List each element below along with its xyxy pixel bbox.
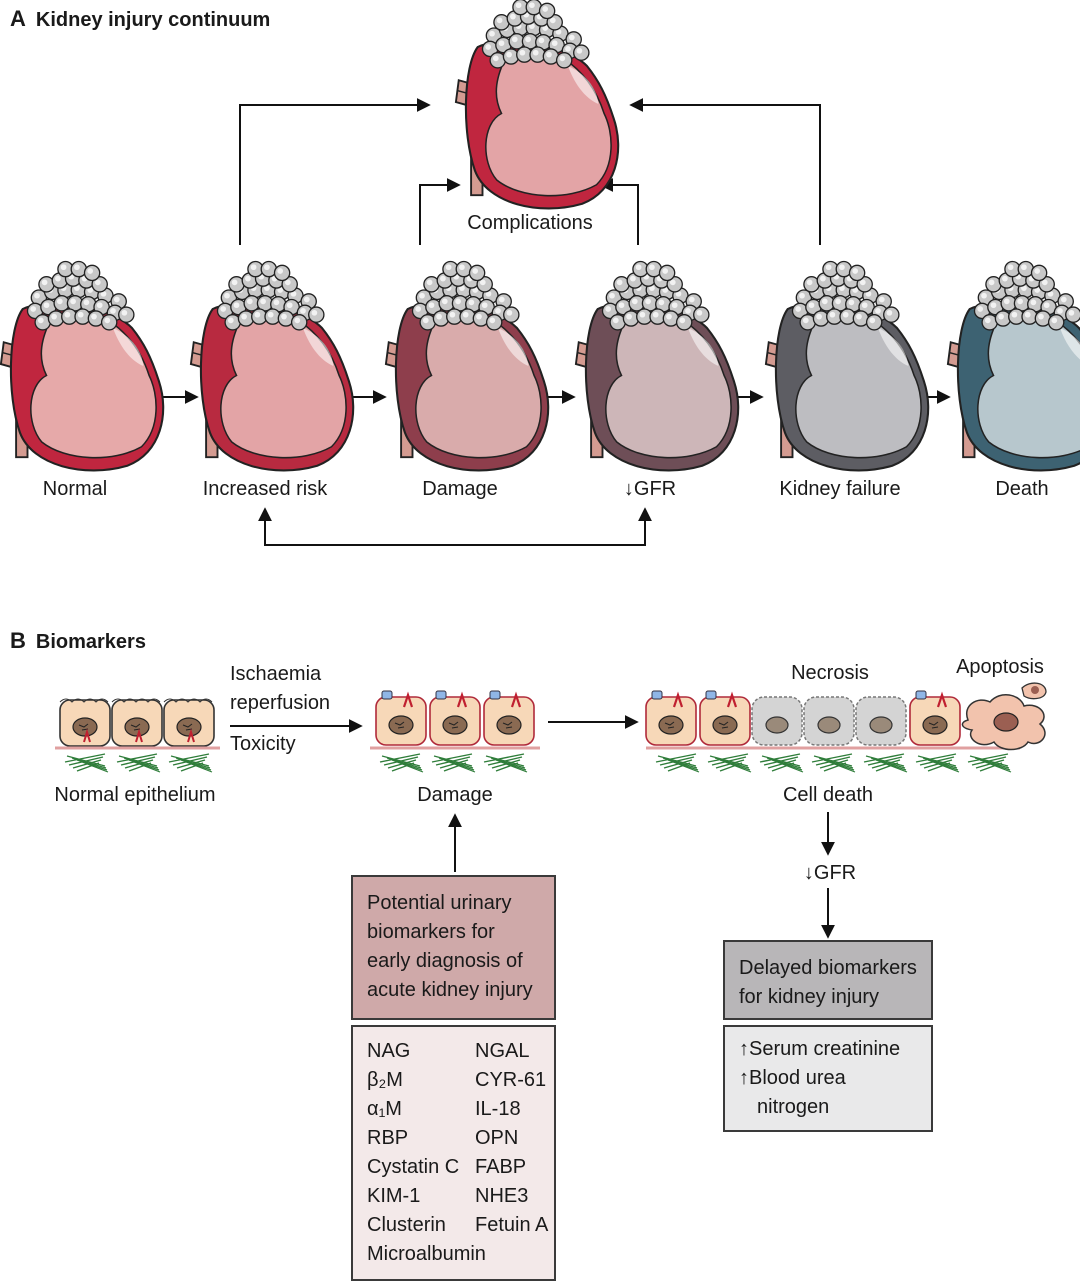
early-box-line: Potential urinary	[367, 892, 512, 914]
kidney-normal	[0, 260, 165, 472]
kidney-kidney-failure	[764, 260, 930, 472]
necrotic-cell	[855, 696, 907, 746]
necrotic-cell	[803, 696, 855, 746]
early-marker: α₁M	[367, 1098, 402, 1120]
kidney-damage	[384, 260, 550, 472]
early-marker: Cystatin C	[367, 1156, 460, 1178]
delayed-biomarker-list: ↑Serum creatinine ↑Blood urea nitrogen	[723, 1025, 933, 1132]
early-marker: FABP	[475, 1156, 527, 1178]
early-box-line: acute kidney injury	[367, 979, 533, 1001]
interstitium-fibres	[707, 753, 752, 773]
interstitium-fibres	[64, 753, 109, 773]
early-marker: Microalbumin	[367, 1243, 486, 1265]
early-marker: CYR-61	[475, 1069, 547, 1091]
panel-a-letter: A	[10, 6, 26, 31]
early-marker: NGAL	[475, 1040, 530, 1062]
apoptosis-label: Apoptosis	[956, 656, 1044, 678]
epithelial-cell	[909, 690, 961, 746]
stage-label: Death	[995, 478, 1049, 500]
complications-label: Complications	[467, 212, 593, 234]
interstitium-fibres	[431, 753, 476, 773]
arrow-damage-to-complications	[419, 178, 461, 245]
early-marker: OPN	[475, 1127, 519, 1149]
interstitium-fibres	[915, 753, 960, 773]
kidney-increased-risk	[189, 260, 355, 472]
necrosis-label: Necrosis	[791, 662, 869, 684]
necrotic-cell	[751, 696, 803, 746]
stage-label: Damage	[422, 478, 498, 500]
delayed-marker: ↑Blood urea	[739, 1067, 846, 1089]
early-biomarker-box: Potential urinary biomarkers for early d…	[351, 875, 556, 1020]
stage-label: Increased risk	[202, 478, 328, 500]
kidney-gfr	[574, 260, 740, 472]
early-marker	[475, 1240, 585, 1269]
delayed-marker: ↑Serum creatinine	[739, 1038, 901, 1060]
stage-label: Normal	[42, 478, 108, 500]
interstitium-fibres	[116, 753, 161, 773]
arrow-failure-to-complications	[629, 98, 821, 245]
damage-label: Damage	[417, 784, 493, 806]
interstitium-fibres	[379, 753, 424, 773]
insult-toxicity: Toxicity	[230, 733, 296, 755]
interstitium-fibres	[655, 753, 700, 773]
insult-reperfusion: reperfusion	[230, 692, 331, 714]
stage-label: Kidney failure	[779, 478, 901, 500]
insult-ischaemia: Ischaemia	[230, 663, 322, 685]
kidney-death	[946, 260, 1080, 472]
panel-b-title: Biomarkers	[35, 631, 146, 653]
epithelial-cell	[483, 690, 535, 746]
early-box-line: biomarkers for	[367, 921, 495, 943]
early-marker: KIM-1	[367, 1185, 421, 1207]
panel-a-heading: A Kidney injury continuum	[10, 6, 270, 32]
early-marker: Clusterin	[367, 1214, 446, 1236]
epithelial-cell	[429, 690, 481, 746]
interstitium-fibres	[863, 753, 908, 773]
interstitium-fibres	[168, 753, 213, 773]
early-marker: NAG	[367, 1040, 411, 1062]
epithelial-cell	[163, 698, 215, 747]
delayed-marker: nitrogen	[757, 1096, 830, 1118]
epithelial-cell	[699, 690, 751, 746]
kidney-complications	[454, 0, 620, 210]
cell-death-label: Cell death	[782, 784, 874, 806]
interstitium-fibres	[811, 753, 856, 773]
early-marker: β₂M	[367, 1069, 403, 1091]
delayed-box-line: for kidney injury	[739, 986, 880, 1008]
panel-b-arrows	[230, 715, 835, 939]
interstitium-fibres	[967, 753, 1012, 773]
delayed-biomarker-box: Delayed biomarkers for kidney injury	[723, 940, 933, 1020]
epithelial-cell	[375, 690, 427, 746]
panel-b-heading: B Biomarkers	[10, 628, 146, 654]
early-marker: Fetuin A	[475, 1214, 549, 1236]
arrow-gfr-to-complications	[599, 178, 639, 245]
gfr-label: ↓GFR	[803, 862, 857, 884]
normal-epithelium-label: Normal epithelium	[54, 784, 216, 806]
delayed-box-line: Delayed biomarkers	[739, 957, 917, 979]
early-marker: IL-18	[475, 1098, 521, 1120]
early-marker: NHE3	[475, 1185, 529, 1207]
interstitium-fibres	[759, 753, 804, 773]
interstitium-fibres	[483, 753, 528, 773]
epithelial-cell	[645, 690, 697, 746]
early-marker: RBP	[367, 1127, 409, 1149]
arrow-risk-to-complications	[239, 98, 431, 245]
apoptotic-cell	[961, 682, 1047, 751]
epithelial-cell	[111, 698, 163, 747]
panel-b-letter: B	[10, 628, 26, 653]
panel-a-title: Kidney injury continuum	[35, 9, 271, 31]
early-box-line: early diagnosis of	[367, 950, 523, 972]
stage-label: ↓GFR	[623, 478, 677, 500]
arrow-gfr-to-risk-loop	[258, 507, 652, 546]
epithelial-cell	[59, 698, 111, 747]
